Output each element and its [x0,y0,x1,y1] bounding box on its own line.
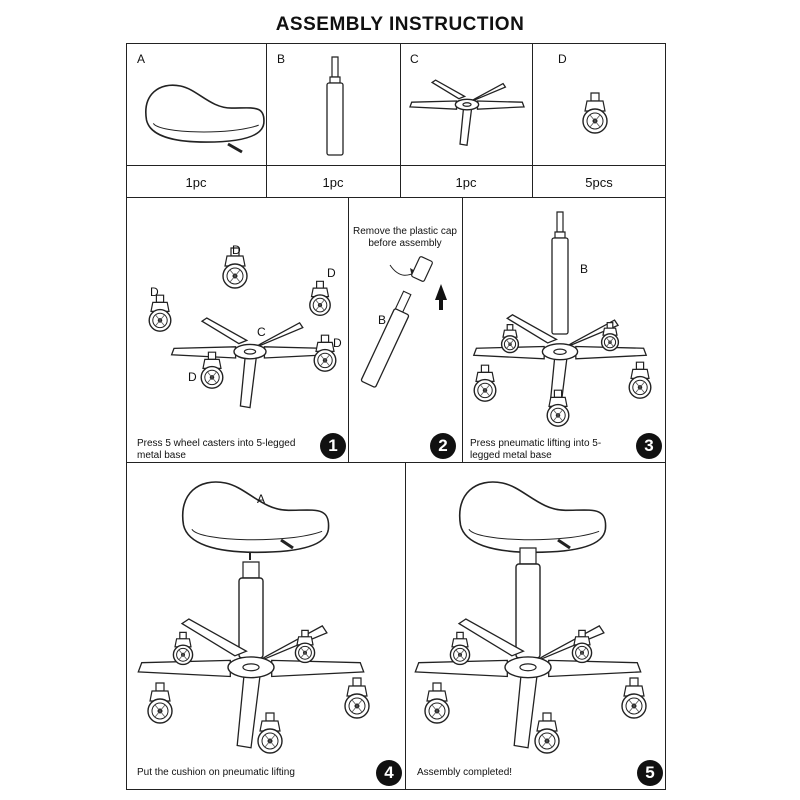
step5-diagram [414,481,647,754]
five-star-base-icon [409,79,525,146]
step3-label: B [580,262,589,276]
step4-label: A [257,492,266,506]
part-letter: B [277,52,286,66]
step1-label: D [333,336,342,350]
part-quantity: 1pc [322,175,344,190]
step5-caption: Assembly completed! [417,767,513,778]
page-title: ASSEMBLY INSTRUCTION [275,14,525,35]
step1-number: 1 [320,433,346,459]
step1-label: D [327,266,336,280]
step1-label: D [150,285,159,299]
step1-label: D [188,370,197,384]
gas-lift-cylinder-icon [320,55,350,160]
step5-number: 5 [637,760,663,786]
step4-diagram [137,481,370,754]
part-letter: D [558,52,567,66]
step2-label: B [378,313,387,327]
part-quantity: 1pc [455,175,477,190]
step3-caption: Press pneumatic lifting into 5-legged me… [470,438,602,461]
step4-caption: Put the cushion on pneumatic lifting [137,767,295,778]
part-letter: A [137,52,146,66]
step2-note: Remove the plastic cap before assembly [353,226,457,249]
step1-label: C [257,325,266,339]
step1-diagram [148,247,337,409]
step4-number: 4 [376,760,402,786]
step1-label: D [232,243,241,257]
step2-number: 2 [430,433,456,459]
step2-diagram [355,250,447,400]
part-letter: C [410,52,419,66]
caster-wheel-icon [582,92,608,134]
part-quantity: 5pcs [585,175,613,190]
saddle-seat-icon [145,84,265,160]
step3-diagram [473,210,652,427]
part-quantity: 1pc [185,175,207,190]
step3-number: 3 [636,433,662,459]
step1-caption: Press 5 wheel casters into 5-legged meta… [137,438,296,461]
